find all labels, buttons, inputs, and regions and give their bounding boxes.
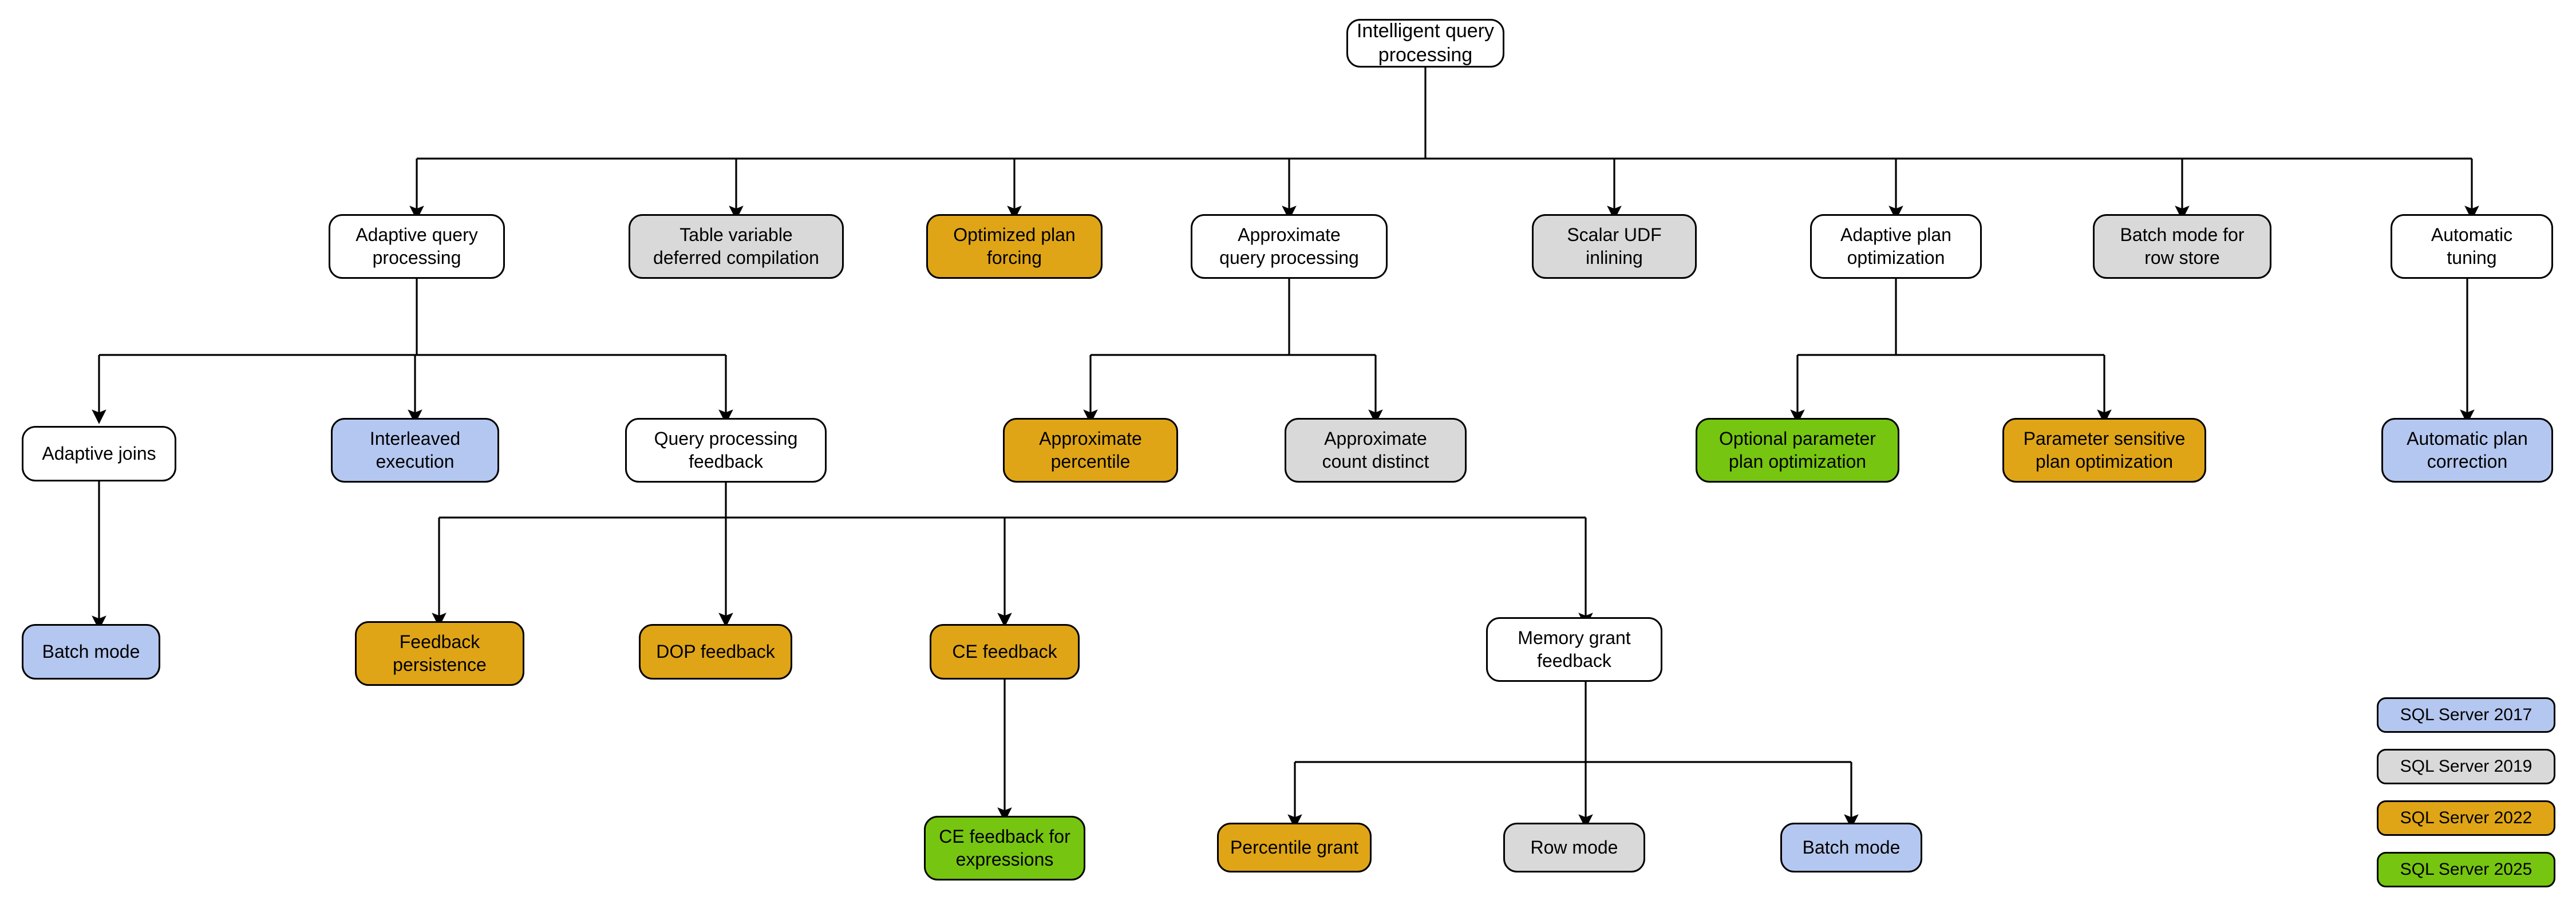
- legend-item-2[interactable]: SQL Server 2022: [2377, 800, 2555, 836]
- node-feedbackpersist[interactable]: Feedback persistence: [355, 621, 524, 686]
- node-label: Approximate query processing: [1219, 224, 1359, 268]
- node-approxpct[interactable]: Approximate percentile: [1003, 418, 1178, 483]
- node-pctgrant[interactable]: Percentile grant: [1217, 823, 1372, 872]
- node-root[interactable]: Intelligent query processing: [1346, 19, 1504, 68]
- node-label: Approximate percentile: [1039, 428, 1142, 472]
- node-label: Feedback persistence: [393, 631, 487, 675]
- node-label: Approximate count distinct: [1322, 428, 1429, 472]
- node-qpf[interactable]: Query processing feedback: [625, 418, 827, 483]
- node-rowmode[interactable]: Row mode: [1503, 823, 1645, 872]
- node-label: Scalar UDF inlining: [1567, 224, 1662, 268]
- node-label: Adaptive plan optimization: [1840, 224, 1951, 268]
- node-label: Memory grant feedback: [1518, 627, 1631, 671]
- node-label: Automatic plan correction: [2407, 428, 2528, 472]
- node-label: Automatic tuning: [2431, 224, 2513, 268]
- node-cefeedback[interactable]: CE feedback: [930, 624, 1080, 680]
- node-label: Batch mode: [42, 641, 140, 662]
- node-dopfeedback[interactable]: DOP feedback: [639, 624, 792, 680]
- node-label: Percentile grant: [1230, 836, 1359, 858]
- node-label: Optimized plan forcing: [953, 224, 1076, 268]
- node-label: Parameter sensitive plan optimization: [2023, 428, 2186, 472]
- node-oppo[interactable]: Optional parameter plan optimization: [1696, 418, 1899, 483]
- node-apc[interactable]: Automatic plan correction: [2381, 418, 2553, 483]
- node-opf[interactable]: Optimized plan forcing: [926, 214, 1103, 279]
- node-udf[interactable]: Scalar UDF inlining: [1532, 214, 1697, 279]
- legend-label: SQL Server 2022: [2400, 808, 2532, 827]
- node-mgf[interactable]: Memory grant feedback: [1486, 617, 1662, 682]
- node-batchmode_mgf[interactable]: Batch mode: [1780, 823, 1922, 872]
- node-label: Optional parameter plan optimization: [1719, 428, 1876, 472]
- node-tvdc[interactable]: Table variable deferred compilation: [629, 214, 844, 279]
- node-approxcd[interactable]: Approximate count distinct: [1285, 418, 1467, 483]
- node-label: Intelligent query processing: [1356, 20, 1495, 66]
- legend-label: SQL Server 2025: [2400, 860, 2532, 879]
- legend-item-3[interactable]: SQL Server 2025: [2377, 852, 2555, 887]
- node-interleaved[interactable]: Interleaved execution: [331, 418, 499, 483]
- edges: [92, 68, 2479, 829]
- node-label: Batch mode: [1802, 836, 1901, 858]
- node-batchmode_aj[interactable]: Batch mode: [22, 624, 160, 680]
- node-apq[interactable]: Approximate query processing: [1191, 214, 1388, 279]
- node-autotune[interactable]: Automatic tuning: [2391, 214, 2553, 279]
- node-label: Interleaved execution: [369, 428, 461, 472]
- node-label: CE feedback: [952, 641, 1057, 662]
- legend-label: SQL Server 2017: [2400, 705, 2532, 724]
- legend-item-1[interactable]: SQL Server 2019: [2377, 749, 2555, 784]
- node-adaptivejoins[interactable]: Adaptive joins: [22, 426, 176, 481]
- legend-item-0[interactable]: SQL Server 2017: [2377, 697, 2555, 733]
- node-label: Table variable deferred compilation: [653, 224, 819, 268]
- legend-label: SQL Server 2019: [2400, 757, 2532, 776]
- node-label: Adaptive joins: [42, 443, 156, 464]
- node-bmrs[interactable]: Batch mode for row store: [2093, 214, 2271, 279]
- node-label: CE feedback for expressions: [939, 826, 1070, 870]
- node-label: Adaptive query processing: [355, 224, 478, 268]
- node-label: Batch mode for row store: [2120, 224, 2245, 268]
- node-label: DOP feedback: [656, 641, 775, 662]
- node-cefeedbackexpr[interactable]: CE feedback for expressions: [924, 816, 1085, 881]
- node-apo[interactable]: Adaptive plan optimization: [1810, 214, 1982, 279]
- node-label: Row mode: [1530, 836, 1618, 858]
- node-label: Query processing feedback: [654, 428, 798, 472]
- node-pspo[interactable]: Parameter sensitive plan optimization: [2002, 418, 2206, 483]
- node-aqp[interactable]: Adaptive query processing: [329, 214, 505, 279]
